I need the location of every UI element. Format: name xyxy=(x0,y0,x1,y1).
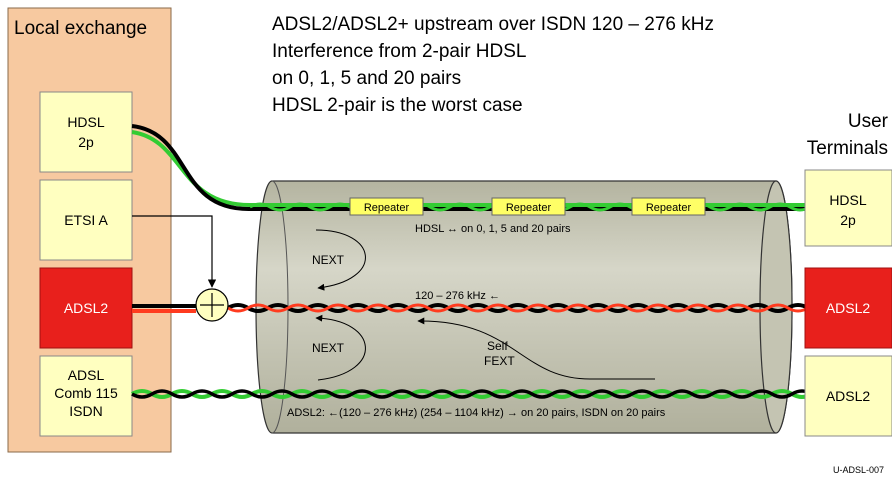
exchange-etsi-box xyxy=(39,179,133,261)
user-terminals: User Terminals HDSL 2p ADSL2 ADSL2 xyxy=(804,111,892,437)
next-lower-arc xyxy=(315,314,366,381)
repeaters: Repeater Repeater Repeater xyxy=(349,197,706,216)
exchange-hdsl-label-1: HDSL xyxy=(67,114,105,130)
next-coupling-lower: NEXT xyxy=(312,314,366,381)
user-adsl2-yellow-box xyxy=(804,355,892,437)
exchange-combo-label-1: ADSL xyxy=(68,367,105,383)
user-hdsl-label-2: 2p xyxy=(840,212,856,228)
hdsl-wire-black xyxy=(131,124,814,212)
next-coupling-upper: NEXT xyxy=(312,229,366,291)
exchange-etsi-label: ETSI A xyxy=(64,212,108,228)
repeater-1-label: Repeater xyxy=(364,202,410,214)
exchange-hdsl-box xyxy=(39,91,133,173)
adsl2-wire-pair xyxy=(132,303,830,313)
title-line-2: Interference from 2-pair HDSL xyxy=(272,41,527,62)
next-lower-label: NEXT xyxy=(312,341,345,355)
etsi-connector-line xyxy=(132,215,217,288)
user-hdsl-box xyxy=(804,169,892,247)
local-exchange-title: Local exchange xyxy=(14,18,147,39)
user-terminals-title-1: User xyxy=(848,111,889,132)
next-upper-label: NEXT xyxy=(312,253,345,267)
exchange-combo-label-3: ISDN xyxy=(69,403,102,419)
combo-wire-black xyxy=(131,389,813,399)
user-terminals-title-2: Terminals xyxy=(807,138,888,159)
adsl2-wire-red xyxy=(227,303,829,313)
repeater-2-label: Repeater xyxy=(506,202,552,214)
title-line-3: on 0, 1, 5 and 20 pairs xyxy=(272,68,461,89)
user-adsl2-red-box xyxy=(804,267,892,349)
exchange-combo-box xyxy=(39,355,133,437)
hdsl-pairs-note: HDSL ↔ on 0, 1, 5 and 20 pairs xyxy=(415,223,571,235)
repeater-3-label: Repeater xyxy=(646,202,692,214)
user-hdsl-label-1: HDSL xyxy=(829,192,867,208)
user-adsl2-yellow-label: ADSL2 xyxy=(826,388,871,404)
summing-node xyxy=(195,288,229,322)
repeater-2-box xyxy=(491,197,566,216)
exchange-hdsl-label-2: 2p xyxy=(78,134,94,150)
user-adsl2-red-label: ADSL2 xyxy=(826,300,871,316)
adsl2-frequency-label: 120 – 276 kHz ← xyxy=(415,290,500,302)
self-fext-curve xyxy=(417,317,655,380)
exchange-combo-label-2: Comb 115 xyxy=(54,385,118,401)
exchange-adsl2-label: ADSL2 xyxy=(64,300,109,316)
repeater-1-box xyxy=(349,197,424,216)
repeater-3-box xyxy=(631,197,706,216)
next-upper-arc xyxy=(315,229,366,291)
adsl2-isdn-note: ADSL2: ←(120 – 276 kHz) (254 – 1104 kHz)… xyxy=(287,407,666,419)
exchange-adsl2-box xyxy=(39,267,133,349)
self-fext-label-1: Self xyxy=(487,339,508,353)
self-fext-label-2: FEXT xyxy=(484,354,515,368)
title-line-4: HDSL 2-pair is the worst case xyxy=(272,95,523,116)
title-line-1: ADSL2/ADSL2+ upstream over ISDN 120 – 27… xyxy=(272,14,714,35)
title-block: ADSL2/ADSL2+ upstream over ISDN 120 – 27… xyxy=(272,14,714,116)
reference-code: U-ADSL-007 xyxy=(833,465,884,475)
local-exchange-panel: Local exchange HDSL 2p ETSI A ADSL2 ADSL… xyxy=(7,7,172,453)
self-fext-coupling: Self FEXT xyxy=(417,317,655,380)
combo-wire-pair xyxy=(130,389,814,399)
